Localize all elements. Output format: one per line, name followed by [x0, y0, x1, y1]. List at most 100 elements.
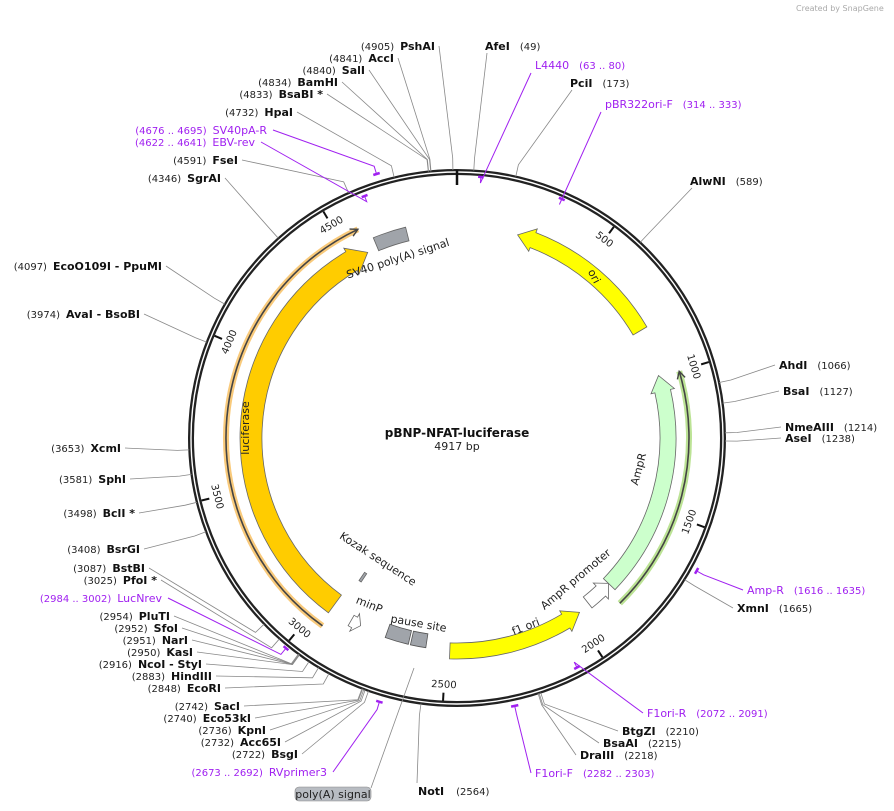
- cut-site-label[interactable]: BsaI(1127): [783, 385, 853, 398]
- cut-site-noti[interactable]: NotI(2564): [416, 703, 489, 798]
- feature-ampr[interactable]: [602, 374, 677, 591]
- cut-site-kpni[interactable]: (2736)KpnI: [198, 689, 365, 737]
- cut-site-bsai[interactable]: BsaI(1127): [722, 385, 853, 404]
- cut-site-bsgi[interactable]: (2722)BsgI: [232, 690, 369, 761]
- cut-site-sphi[interactable]: (3581)SphI: [59, 473, 192, 486]
- cut-site-bcli[interactable]: (3498)BclI *: [63, 501, 197, 520]
- primer-amp-r[interactable]: Amp-R(1616 .. 1635): [693, 567, 865, 597]
- cut-site-label[interactable]: NotI(2564): [418, 785, 489, 798]
- feature-minp[interactable]: [347, 612, 362, 633]
- primer-l4440[interactable]: L4440(63 .. 80): [477, 59, 625, 184]
- cut-site-label[interactable]: (3653)XcmI: [51, 442, 121, 455]
- cut-site-label[interactable]: (2740)Eco53kI: [163, 712, 251, 725]
- primer-label[interactable]: (2984 .. 3002)LucNrev: [40, 592, 163, 605]
- primer-pbr322ori-f[interactable]: pBR322ori-F(314 .. 333): [558, 98, 742, 205]
- cut-site-label[interactable]: (2732)Acc65I: [201, 736, 281, 749]
- cut-site-label[interactable]: (4732)HpaI: [225, 106, 293, 119]
- cut-site-alwni[interactable]: AlwNI(589): [639, 175, 763, 243]
- primer-label[interactable]: F1ori-F(2282 .. 2303): [535, 767, 654, 780]
- feature-ampr-promoter[interactable]: [582, 582, 609, 609]
- cut-site-label[interactable]: (4591)FseI: [173, 154, 238, 167]
- cut-site-label[interactable]: NmeAIII(1214): [785, 421, 877, 434]
- primer-label[interactable]: pBR322ori-F(314 .. 333): [605, 98, 742, 111]
- cut-site-label[interactable]: (4834)BamHI: [258, 76, 338, 89]
- cut-site-label[interactable]: (2952)SfoI: [114, 622, 178, 635]
- cut-site-bsabi[interactable]: (4833)BsaBI *: [239, 88, 429, 172]
- cut-site-ncoi[interactable]: (2916)NcoI - StyI: [99, 658, 310, 672]
- cut-site-pfoi[interactable]: (3025)PfoI *: [84, 574, 280, 649]
- cut-site-label[interactable]: (3087)BstBI: [73, 562, 145, 575]
- feature-kozak-sequence[interactable]: [358, 571, 368, 583]
- primer-f1ori-f[interactable]: F1ori-F(2282 .. 2303): [510, 703, 654, 780]
- cut-site-label[interactable]: (4833)BsaBI *: [239, 88, 323, 101]
- cut-site-hpai[interactable]: (4732)HpaI: [225, 106, 395, 178]
- feature-pause-site-box[interactable]: [384, 623, 412, 645]
- primer-label[interactable]: (2673 .. 2692)RVprimer3: [191, 766, 327, 779]
- cut-site-btgzi[interactable]: BtgZI(2210): [540, 692, 699, 738]
- primer-ebv-rev[interactable]: (4622 .. 4641)EBV-rev: [135, 136, 368, 203]
- cut-site-label[interactable]: XmnI(1665): [737, 602, 812, 615]
- cut-site-asei[interactable]: AseI(1238): [724, 432, 855, 445]
- cut-site-label[interactable]: (4840)SalI: [303, 64, 365, 77]
- cut-site-label[interactable]: (3498)BclI *: [63, 507, 135, 520]
- cut-site-bsrgi[interactable]: (3408)BsrGI: [67, 531, 207, 556]
- cut-site-hindiii[interactable]: (2883)HindIII: [132, 667, 319, 684]
- cut-site-pshai[interactable]: (4905)PshAI: [361, 40, 454, 171]
- cut-site-label[interactable]: (2916)NcoI - StyI: [99, 658, 202, 671]
- cut-site-bsaai[interactable]: BsaAI(2215): [538, 692, 681, 750]
- cut-site-bstbi[interactable]: (3087)BstBI: [73, 562, 265, 633]
- cut-site-xmni[interactable]: XmnI(1665): [684, 579, 813, 615]
- primer-label[interactable]: Amp-R(1616 .. 1635): [747, 584, 865, 597]
- cut-site-label[interactable]: (2951)NarI: [123, 634, 188, 647]
- cut-site-label[interactable]: (2736)KpnI: [198, 724, 266, 737]
- cut-site-label[interactable]: AseI(1238): [785, 432, 855, 445]
- cut-site-label[interactable]: (2722)BsgI: [232, 748, 298, 761]
- primer-label[interactable]: (4676 .. 4695)SV40pA-R: [135, 124, 267, 137]
- cut-site-label[interactable]: (2742)SacI: [175, 700, 240, 713]
- primer-f1ori-r[interactable]: F1ori-R(2072 .. 2091): [573, 661, 768, 720]
- feature-luciferase[interactable]: [239, 247, 369, 614]
- cut-site-sgrai[interactable]: (4346)SgrAI: [148, 172, 279, 239]
- cut-site-afei[interactable]: AfeI(49): [473, 40, 541, 171]
- cut-site-label[interactable]: (4841)AccI: [329, 52, 394, 65]
- cut-site-label[interactable]: (3025)PfoI *: [84, 574, 158, 587]
- cut-site-label[interactable]: (4905)PshAI: [361, 40, 435, 53]
- feature-ori[interactable]: [516, 228, 648, 336]
- feature-pause-site-box[interactable]: [409, 630, 429, 649]
- cut-site-fsei[interactable]: (4591)FseI: [173, 154, 349, 194]
- cut-site-draiii[interactable]: DraIII(2218): [537, 693, 658, 762]
- primer-label[interactable]: (4622 .. 4641)EBV-rev: [135, 136, 255, 149]
- cut-site-avai[interactable]: (3974)AvaI - BsoBI: [27, 308, 207, 343]
- cut-site-label[interactable]: (4346)SgrAI: [148, 172, 221, 185]
- primer-rvprimer3[interactable]: (2673 .. 2692)RVprimer3: [191, 699, 383, 779]
- cut-site-eco53ki[interactable]: (2740)Eco53kI: [163, 688, 364, 725]
- cut-site-pcii[interactable]: PciI(173): [515, 77, 630, 177]
- cut-site-label[interactable]: AfeI(49): [485, 40, 540, 53]
- cut-site-acc65i[interactable]: (2732)Acc65I: [201, 689, 366, 749]
- cut-site-nmeaiii[interactable]: NmeAIII(1214): [724, 421, 877, 434]
- polya-signal-label[interactable]: poly(A) signal: [294, 667, 415, 802]
- cut-site-label[interactable]: (4097)EcoO109I - PpuMI: [14, 260, 162, 273]
- cut-site-sali[interactable]: (4840)SalI: [303, 64, 432, 172]
- cut-site-label[interactable]: AlwNI(589): [690, 175, 763, 188]
- cut-site-label[interactable]: BtgZI(2210): [622, 725, 699, 738]
- cut-site-label[interactable]: (2883)HindIII: [132, 670, 212, 683]
- cut-site-label[interactable]: (2954)PluTI: [99, 610, 170, 623]
- cut-site-label[interactable]: BsaAI(2215): [603, 737, 681, 750]
- cut-site-kasi[interactable]: (2950)KasI: [127, 646, 300, 666]
- cut-site-label[interactable]: (2848)EcoRI: [148, 682, 221, 695]
- cut-site-label[interactable]: (2950)KasI: [127, 646, 193, 659]
- primer-label[interactable]: F1ori-R(2072 .. 2091): [647, 707, 768, 720]
- primer-sv40pa-r[interactable]: (4676 .. 4695)SV40pA-R: [135, 124, 381, 177]
- cut-site-ecoo109i[interactable]: (4097)EcoO109I - PpuMI: [14, 260, 225, 305]
- cut-site-label[interactable]: DraIII(2218): [580, 749, 658, 762]
- cut-site-ahdi[interactable]: AhdI(1066): [719, 359, 851, 383]
- feature-f1-ori[interactable]: [449, 610, 581, 660]
- cut-site-label[interactable]: (3408)BsrGI: [67, 543, 140, 556]
- cut-site-label[interactable]: PciI(173): [570, 77, 629, 90]
- cut-site-ecori[interactable]: (2848)EcoRI: [148, 673, 330, 696]
- feature-sv40-poly-a-signal[interactable]: [372, 226, 410, 252]
- cut-site-label[interactable]: AhdI(1066): [779, 359, 851, 372]
- primer-label[interactable]: L4440(63 .. 80): [535, 59, 625, 72]
- cut-site-label[interactable]: (3974)AvaI - BsoBI: [27, 308, 140, 321]
